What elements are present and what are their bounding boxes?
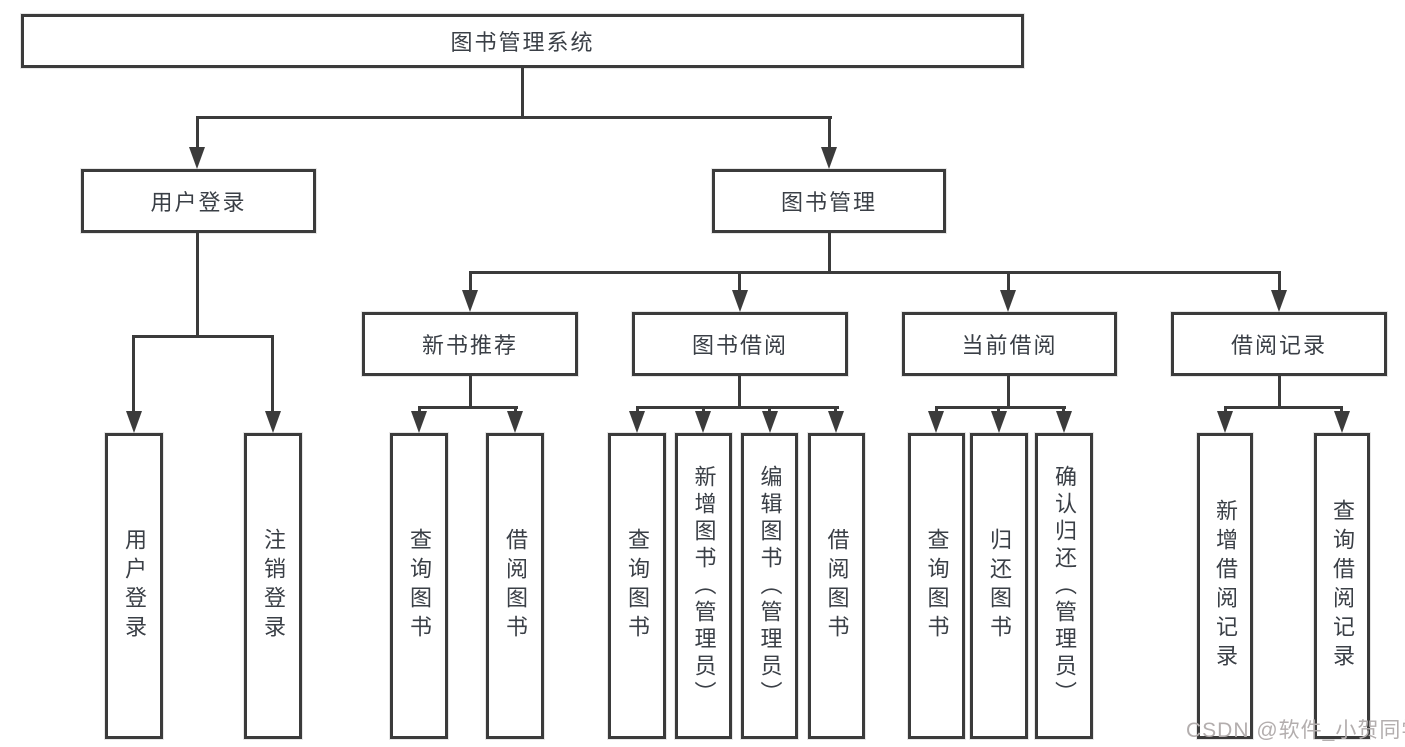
leaf-currentborrow-return-label: 归还图书 [987, 528, 1012, 644]
node-new-books: 新书推荐 [362, 312, 578, 376]
arrowhead-icon [629, 411, 645, 433]
leaf-bookborrow-query: 查询图书 [608, 433, 666, 739]
arrowhead-icon [821, 147, 837, 169]
arrowhead-icon [462, 290, 478, 312]
leaf-currentborrow-query-label: 查询图书 [924, 528, 950, 644]
leaf-records-query-label: 查询借阅记录 [1330, 499, 1355, 673]
connector-leg [514, 406, 517, 414]
arrowhead-icon [928, 411, 944, 433]
node-new-books-label: 新书推荐 [421, 333, 518, 358]
arrowhead-icon [411, 411, 427, 433]
leaf-bookborrow-add: 新增图书（管理员） [675, 433, 732, 739]
connector-root-stem [521, 68, 524, 116]
node-current-borrow: 当前借阅 [902, 312, 1117, 376]
leaf-records-add-label: 新增借阅记录 [1213, 499, 1238, 673]
connector-userlogin-bar [132, 335, 274, 338]
connector-leg [738, 271, 741, 292]
leaf-logout: 注销登录 [244, 433, 302, 739]
connector-leg [469, 271, 472, 292]
arrowhead-icon [991, 411, 1007, 433]
leaf-user-login: 用户登录 [105, 433, 163, 739]
connector-bookborrow-bar [636, 406, 839, 409]
connector-borrowrecords-bar [1224, 406, 1343, 409]
leaf-bookborrow-borrow: 借阅图书 [808, 433, 865, 739]
connector-leg [132, 335, 135, 413]
connector-leg [196, 116, 199, 150]
connector-leg [702, 406, 705, 414]
leaf-bookborrow-add-label: 新增图书（管理员） [691, 464, 717, 708]
node-borrow-records-label: 借阅记录 [1230, 333, 1327, 358]
connector-leg [1224, 406, 1227, 414]
arrowhead-icon [1217, 411, 1233, 433]
leaf-newbooks-borrow: 借阅图书 [486, 433, 544, 739]
arrowhead-icon [1056, 411, 1072, 433]
connector-bookborrow-stem [738, 376, 741, 409]
connector-borrowrecords-stem [1278, 376, 1281, 409]
node-user-login: 用户登录 [81, 169, 316, 233]
connector-newbooks-stem [469, 376, 472, 409]
connector-leg [935, 406, 938, 414]
node-borrow-records: 借阅记录 [1171, 312, 1387, 376]
node-root-label: 图书管理系统 [450, 30, 595, 55]
connector-leg [997, 406, 1000, 414]
connector-leg [828, 116, 831, 150]
leaf-bookborrow-edit-label: 编辑图书（管理员） [757, 464, 783, 708]
leaf-records-add: 新增借阅记录 [1197, 433, 1253, 739]
connector-leg [1278, 271, 1281, 292]
connector-leg [1340, 406, 1343, 414]
connector-bookmgmt-bar [469, 271, 1281, 274]
connector-leg [1007, 271, 1010, 292]
csdn-watermark: CSDN @软件_小贺同学 [1186, 719, 1405, 742]
connector-bookmgmt-stem [828, 233, 831, 274]
leaf-newbooks-borrow-label: 借阅图书 [503, 528, 528, 644]
arrowhead-icon [507, 411, 523, 433]
arrowhead-icon [189, 147, 205, 169]
arrowhead-icon [695, 411, 711, 433]
leaf-currentborrow-confirm-label: 确认归还（管理员） [1052, 464, 1077, 708]
leaf-newbooks-query: 查询图书 [390, 433, 448, 739]
arrowhead-icon [1000, 290, 1016, 312]
node-user-login-label: 用户登录 [150, 190, 247, 215]
leaf-bookborrow-borrow-label: 借阅图书 [824, 528, 850, 644]
connector-currentborrow-bar [935, 406, 1066, 409]
leaf-user-login-label: 用户登录 [122, 528, 147, 644]
leaf-logout-label: 注销登录 [261, 528, 286, 644]
leaf-currentborrow-return: 归还图书 [970, 433, 1028, 739]
connector-leg [1062, 406, 1065, 414]
leaf-newbooks-query-label: 查询图书 [407, 528, 432, 644]
connector-leg [271, 335, 274, 413]
leaf-bookborrow-edit: 编辑图书（管理员） [741, 433, 798, 739]
connector-leg [418, 406, 421, 414]
arrowhead-icon [1271, 290, 1287, 312]
leaf-records-query: 查询借阅记录 [1314, 433, 1370, 739]
connector-leg [834, 406, 837, 414]
connector-newbooks-bar [418, 406, 518, 409]
node-book-mgmt-label: 图书管理 [780, 190, 877, 215]
connector-currentborrow-stem [1007, 376, 1010, 409]
connector-userlogin-stem [196, 233, 199, 335]
connector-leg [636, 406, 639, 414]
connector-leg [768, 406, 771, 414]
node-root: 图书管理系统 [21, 14, 1024, 68]
arrowhead-icon [828, 411, 844, 433]
arrowhead-icon [1334, 411, 1350, 433]
leaf-currentborrow-confirm: 确认归还（管理员） [1035, 433, 1093, 739]
node-book-mgmt: 图书管理 [712, 169, 946, 233]
arrowhead-icon [732, 290, 748, 312]
node-book-borrow: 图书借阅 [632, 312, 848, 376]
leaf-bookborrow-query-label: 查询图书 [625, 528, 650, 644]
connector-root-bar [196, 116, 832, 119]
node-book-borrow-label: 图书借阅 [691, 333, 788, 358]
arrowhead-icon [265, 411, 281, 433]
node-current-borrow-label: 当前借阅 [961, 333, 1058, 358]
arrowhead-icon [126, 411, 142, 433]
leaf-currentborrow-query: 查询图书 [908, 433, 965, 739]
arrowhead-icon [762, 411, 778, 433]
